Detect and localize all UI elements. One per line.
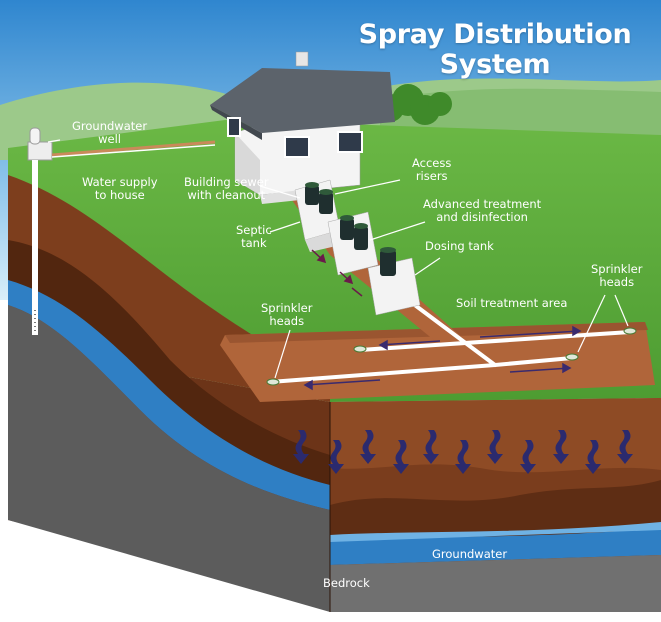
label-groundwater-well: Groundwater well [72,120,147,146]
diagram-title: Spray Distribution System [350,20,640,80]
label-building-sewer: Building sewer with cleanout [184,176,269,202]
title-line-2: System [350,50,640,80]
label-water-supply: Water supply to house [82,176,158,202]
label-advanced-treatment: Advanced treatment and disinfection [423,198,541,224]
label-bedrock: Bedrock [323,577,370,590]
label-septic-tank: Septic tank [236,224,272,250]
label-groundwater: Groundwater [432,548,507,561]
label-dosing-tank: Dosing tank [425,240,494,253]
title-line-1: Spray Distribution [350,20,640,50]
bedrock-front [330,555,661,612]
label-soil-treatment-area: Soil treatment area [456,297,567,310]
label-sprinkler-heads-left: Sprinkler heads [261,302,312,328]
label-sprinkler-heads-right: Sprinkler heads [591,263,642,289]
label-access-risers: Access risers [412,157,451,183]
